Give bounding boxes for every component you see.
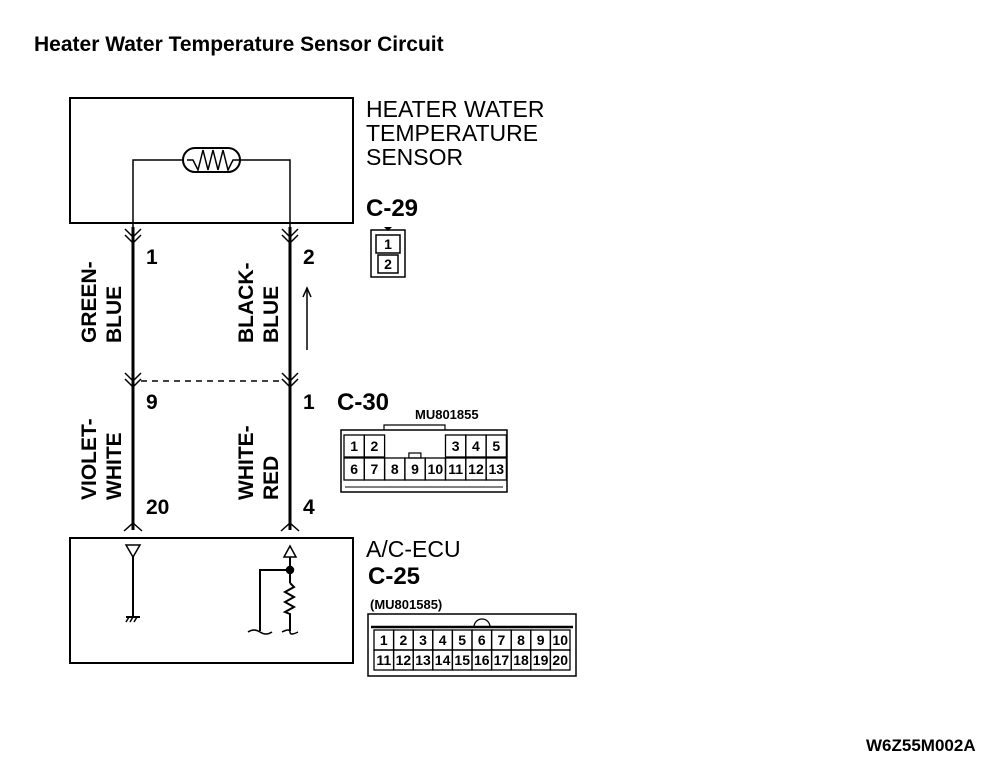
sensor-box	[69, 97, 354, 224]
c25-pin: 13	[415, 652, 431, 668]
c25-pin: 14	[435, 652, 451, 668]
c25-pin: 15	[454, 652, 470, 668]
pin-number: 9	[146, 391, 158, 414]
c25-pin: 1	[380, 632, 388, 648]
c30-pin: 7	[371, 461, 379, 477]
c30-pin: 9	[411, 461, 419, 477]
c30-latch	[383, 424, 446, 430]
c25-pin: 17	[494, 652, 510, 668]
wire-color-label: WHITE	[103, 432, 126, 500]
c30-cavity	[363, 434, 386, 458]
c30-pin: 2	[371, 438, 379, 454]
c25-pin: 3	[419, 632, 427, 648]
sensor-internal-wire-right	[240, 159, 291, 227]
wire-color-label: WHITE-	[235, 425, 258, 500]
c30-pin: 11	[448, 461, 463, 477]
wire-color-label: BLUE	[103, 286, 126, 343]
c30-pin: 3	[452, 438, 460, 454]
c25-pin: 4	[439, 632, 447, 648]
c30-cavity	[485, 434, 508, 458]
thermistor-icon	[182, 147, 241, 173]
c30-pin: 5	[492, 438, 500, 454]
sensor-name-line-1: HEATER WATER	[366, 96, 544, 122]
c30-pin: 13	[488, 461, 504, 477]
c25-cavity	[549, 649, 571, 671]
c25-pin: 6	[478, 632, 486, 648]
wire-color-label: BLUE	[260, 286, 283, 343]
ecu-name: A/C-ECU	[366, 536, 461, 562]
diagram-title: Heater Water Temperature Sensor Circuit	[34, 33, 444, 56]
wire-color-label: VIOLET-	[78, 418, 101, 500]
c25-key	[473, 618, 491, 628]
sensor-name-line-2: TEMPERATURE	[366, 120, 538, 146]
c25-pin: 20	[552, 652, 568, 668]
pin-number: 2	[303, 246, 315, 269]
c30-cavity	[485, 457, 508, 481]
sensor-internal-wire-left	[132, 159, 183, 227]
wire-color-label: BLACK-	[235, 263, 258, 343]
c25-pin: 2	[400, 632, 408, 648]
chassis-ground-icon	[124, 544, 142, 623]
c25-pin: 16	[474, 652, 490, 668]
connector-label-c30: C-30	[337, 389, 389, 416]
connector-c29-face: 1 2	[370, 227, 406, 278]
c25-pin: 5	[458, 632, 466, 648]
c25-pin: 11	[376, 652, 391, 668]
c30-pin: 12	[468, 461, 484, 477]
ecu-box	[69, 537, 354, 664]
ecu-input-resistor-icon	[247, 544, 299, 635]
connector-label-c25: C-25	[368, 563, 420, 590]
heater-water-temperature-sensor	[69, 97, 354, 227]
sensor-name-line-3: SENSOR	[366, 144, 463, 170]
c25-outline	[367, 613, 577, 677]
pin-number: 20	[146, 496, 169, 519]
pin-number: 1	[146, 246, 158, 269]
c29-pin: 2	[384, 256, 392, 272]
wire-color-label: RED	[260, 456, 283, 500]
c30-pin: 8	[391, 461, 399, 477]
connector-c30-part-number: MU801855	[415, 407, 479, 422]
c25-pin: 7	[498, 632, 506, 648]
c30-pin: 6	[350, 461, 358, 477]
pin-number: 1	[303, 391, 315, 414]
c29-pin: 1	[384, 236, 392, 252]
connector-c25-chevrons	[123, 521, 300, 532]
c25-pin: 8	[517, 632, 525, 648]
arrow-up-icon	[302, 286, 312, 350]
wire-color-label: GREEN-	[78, 261, 101, 343]
c30-key	[408, 452, 422, 459]
c25-pin: 12	[396, 652, 412, 668]
c25-pin: 19	[533, 652, 549, 668]
c30-pin: 1	[350, 438, 358, 454]
c30-pin: 4	[472, 438, 480, 454]
c25-pin: 10	[552, 632, 568, 648]
pin-number: 4	[303, 496, 315, 519]
connector-c30-chevrons	[124, 372, 299, 389]
c25-pin: 18	[513, 652, 529, 668]
c30-pin: 10	[428, 461, 444, 477]
diagram-code: W6Z55M002A	[866, 736, 976, 755]
connector-c29-chevrons	[124, 228, 299, 245]
connector-c25-part-number: (MU801585)	[370, 597, 442, 612]
c25-pin: 9	[537, 632, 545, 648]
connector-label-c29: C-29	[366, 195, 418, 222]
